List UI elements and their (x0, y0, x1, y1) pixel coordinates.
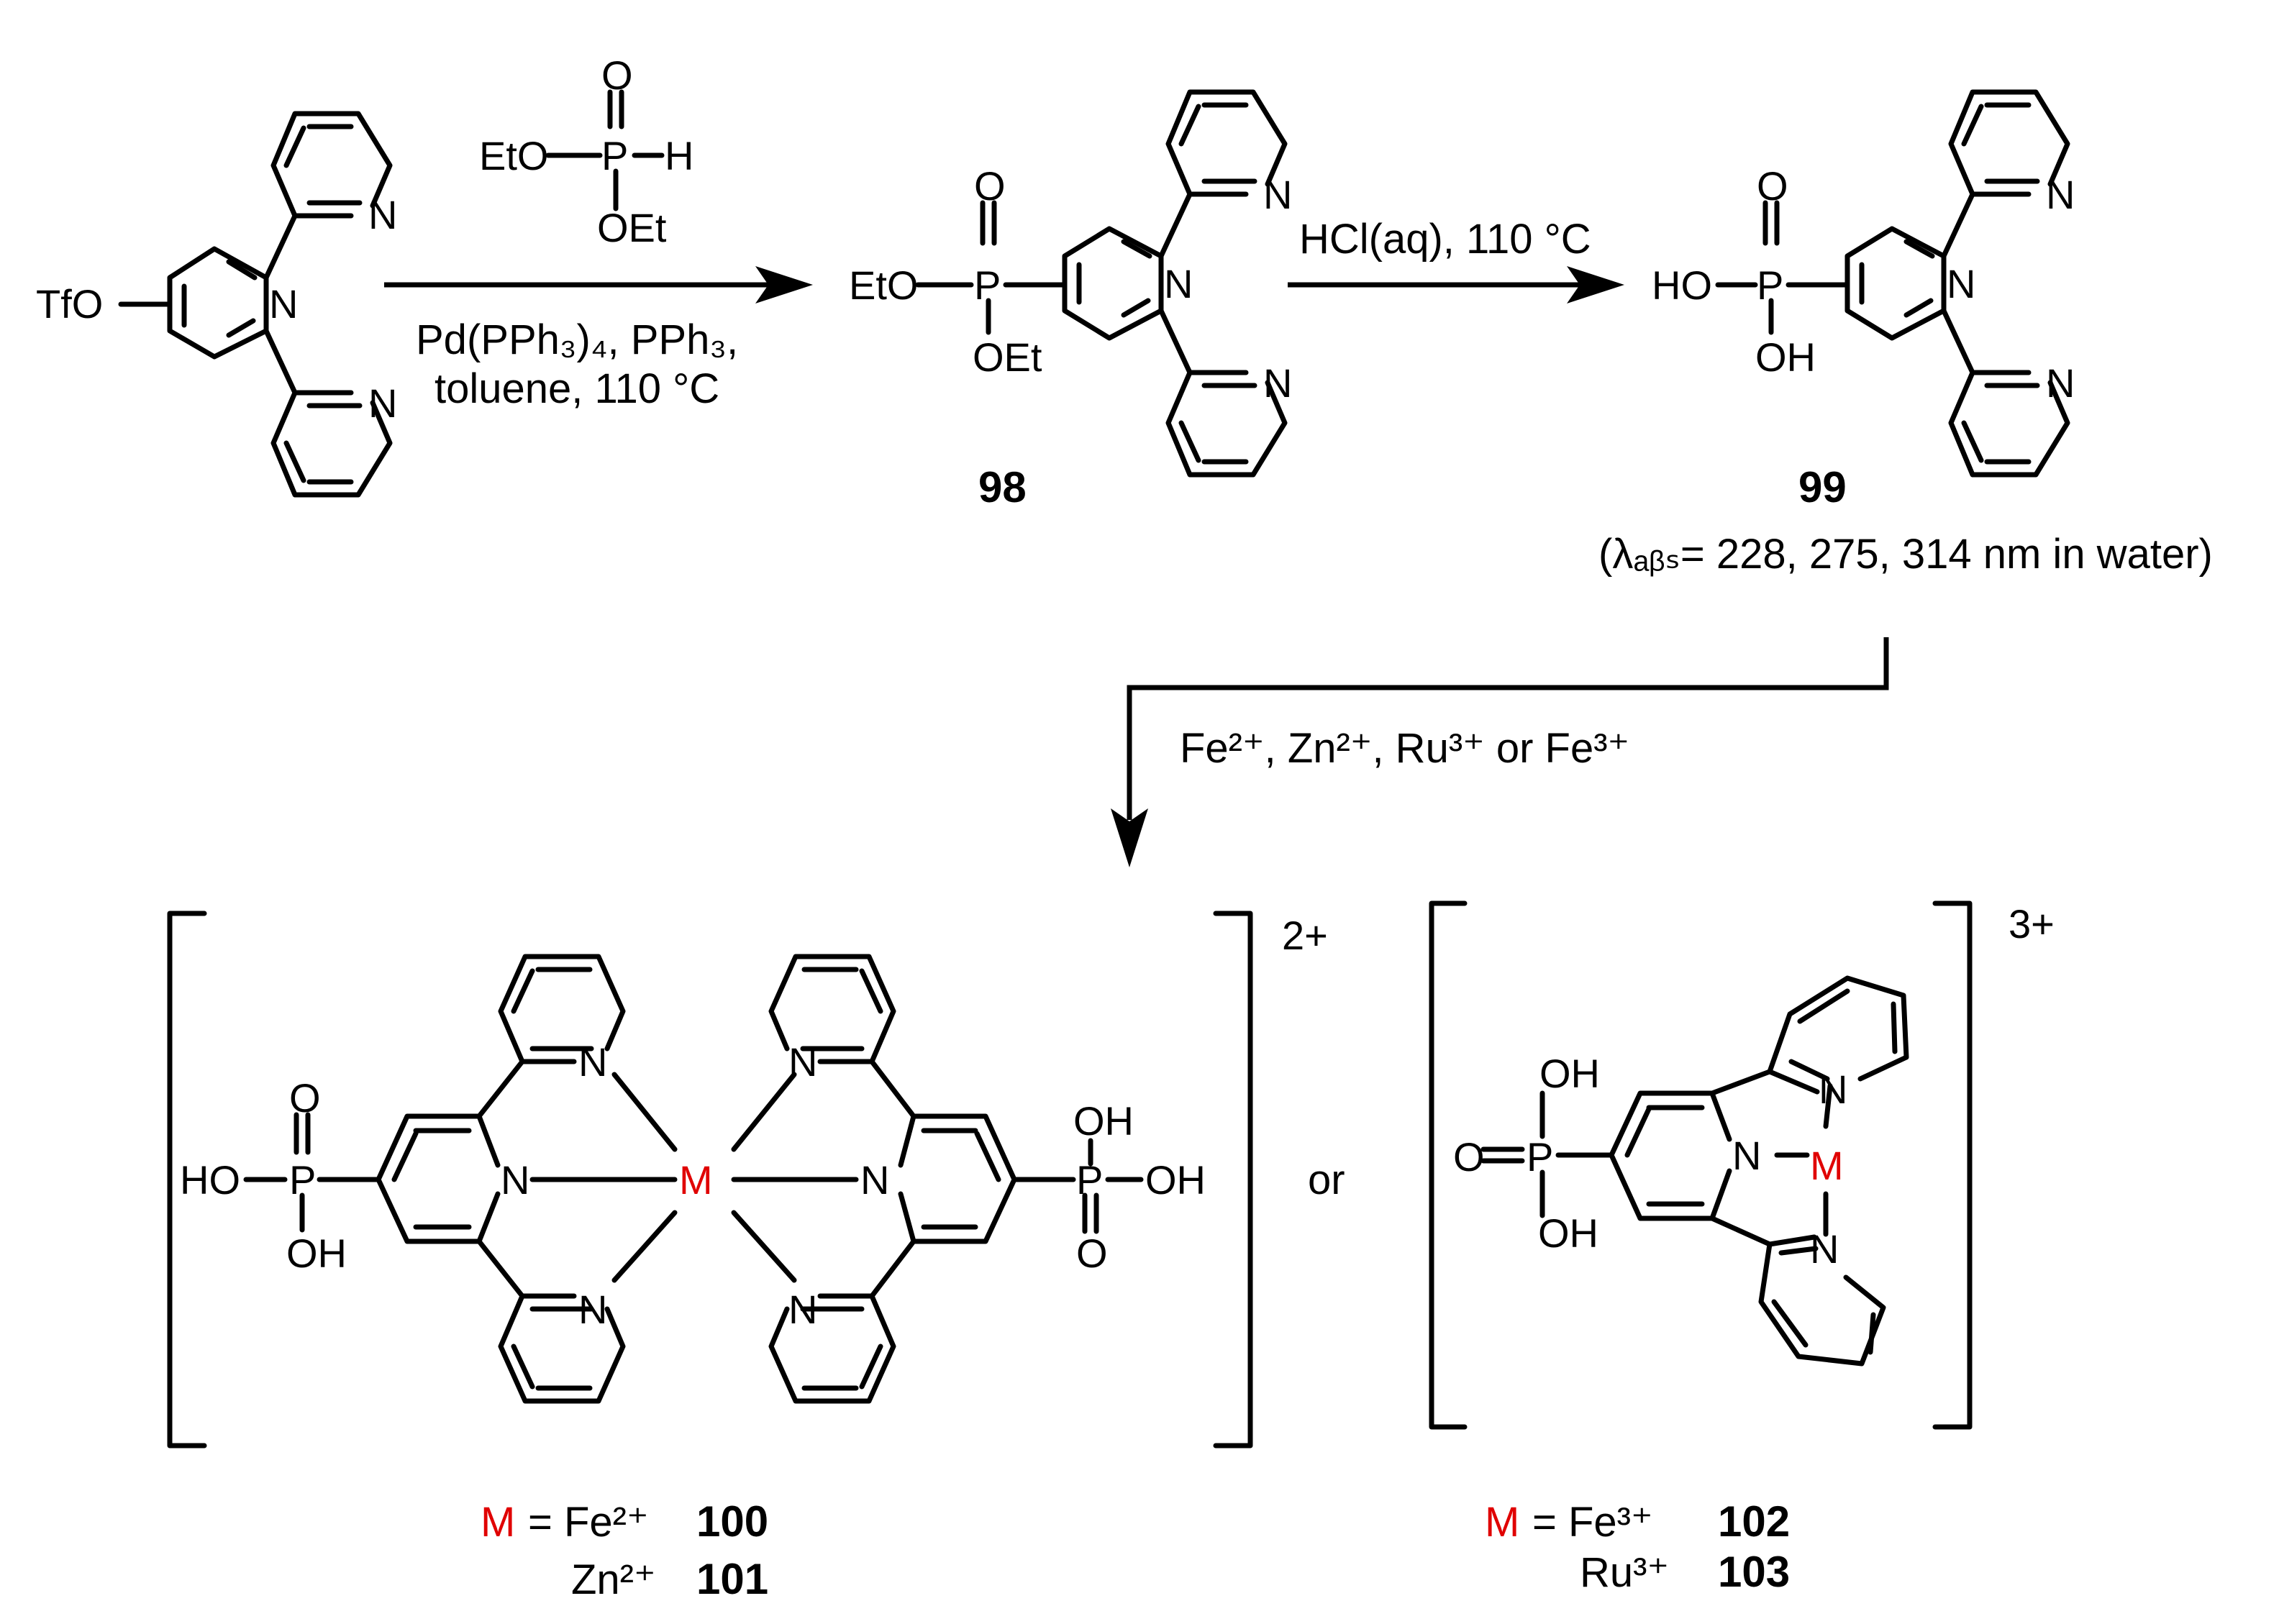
bis-left-n-upper: N (578, 1039, 607, 1085)
mono-metal-center: M (1810, 1143, 1844, 1188)
reaction-arrow-1 (384, 266, 813, 304)
mono-n-central: N (1732, 1133, 1761, 1178)
bis-right-n-central: N (860, 1157, 889, 1203)
reagent-h: H (665, 133, 693, 178)
mono-charge: 3+ (2009, 901, 2055, 946)
cmpd102-label: 102 (1718, 1497, 1790, 1546)
cmpd101-label: 101 (696, 1555, 768, 1603)
bis-left-o-top: O (289, 1075, 321, 1121)
cmpd98-n-lower: N (1263, 360, 1292, 406)
mono-legend-m: M (1485, 1499, 1519, 1546)
bis-left-oh: OH (286, 1231, 347, 1276)
n-lower: N (368, 380, 397, 426)
bis-right-o-bottom: O (1076, 1231, 1108, 1276)
cmpd99-n-upper: N (2046, 172, 2075, 217)
reaction-arrow-3 (1111, 637, 1889, 867)
bis-right-n-upper: N (788, 1039, 817, 1085)
tfo-label: TfO (36, 281, 103, 327)
cmpd98-o: O (974, 163, 1006, 209)
cmpd100-label: 100 (696, 1497, 768, 1546)
n-central: N (269, 281, 298, 327)
bis-metal-center: M (679, 1157, 713, 1203)
bis-legend-fe: = Fe²⁺ (528, 1499, 649, 1546)
bis-left-n-lower: N (578, 1287, 607, 1332)
cmpd99-ho: HO (1652, 263, 1712, 308)
reaction-arrow-2 (1288, 266, 1624, 304)
mono-oh-bottom: OH (1538, 1210, 1598, 1256)
compound-98: O EtO P OEt N N N 98 (849, 89, 1292, 511)
cmpd103-label: 103 (1718, 1548, 1790, 1596)
cmpd98-eto: EtO (849, 263, 918, 308)
reagent-eto: EtO (479, 133, 548, 178)
mono-o: O (1453, 1134, 1485, 1180)
cmpd99-o: O (1757, 163, 1788, 209)
cmpd98-p: P (974, 263, 1001, 308)
mono-oh-top: OH (1539, 1051, 1600, 1096)
mono-legend-ru: Ru³⁺ (1580, 1549, 1669, 1596)
bis-right-n-lower: N (788, 1287, 817, 1332)
mono-n-upper: N (1819, 1067, 1847, 1112)
bis-right-oh: OH (1145, 1157, 1206, 1203)
cmpd99-n-central: N (1947, 261, 1975, 306)
bis-terpyridine-complex: O HO P OH N N N M N N N OH P OH O 2+ M =… (167, 911, 1328, 1603)
n-upper: N (368, 192, 397, 237)
reagent-oet: OEt (597, 205, 667, 250)
reagent-p: P (601, 133, 628, 178)
mono-legend-fe: = Fe³⁺ (1532, 1499, 1653, 1546)
bis-right-oh-top: OH (1073, 1098, 1134, 1144)
step1-conditions-line1: Pd(PPh₃)₄, PPh₃, (416, 316, 738, 363)
step2-conditions: HCl(aq), 110 °C (1299, 216, 1591, 263)
step3-conditions: Fe²⁺, Zn²⁺, Ru³⁺ or Fe³⁺ (1180, 725, 1629, 772)
cmpd99-absorption: (λₐᵦₛ= 228, 275, 314 nm in water) (1598, 531, 2213, 578)
starting-terpyridine-triflate: TfO N N N (36, 111, 397, 498)
or-separator: or (1308, 1157, 1345, 1203)
mono-n-lower: N (1810, 1226, 1839, 1272)
bis-left-n-central: N (501, 1157, 529, 1203)
step1-conditions-line2: toluene, 110 °C (435, 365, 719, 412)
cmpd99-n-lower: N (2046, 360, 2075, 406)
compound-99: O HO P OH N N N 99 (λₐᵦₛ= 228, 275, 314 … (1598, 89, 2213, 578)
diethyl-phosphite-reagent: O EtO P H OEt (479, 53, 693, 250)
cmpd98-n-central: N (1164, 261, 1193, 306)
cmpd98-oet: OEt (973, 334, 1042, 380)
cmpd99-oh: OH (1755, 334, 1816, 380)
mono-terpyridine-complex: OH O P OH N M N N 3+ M = Fe³⁺ 102 Ru³⁺ 1… (1429, 900, 2055, 1596)
bis-right-p: P (1076, 1157, 1103, 1203)
cmpd99-label: 99 (1798, 463, 1847, 511)
bis-legend-zn: Zn²⁺ (571, 1556, 656, 1603)
bis-legend-m: M (481, 1499, 515, 1546)
cmpd98-label: 98 (978, 463, 1027, 511)
bis-left-p: P (289, 1157, 316, 1203)
cmpd99-p: P (1757, 263, 1783, 308)
bis-left-ho: HO (180, 1157, 240, 1203)
bis-charge: 2+ (1282, 913, 1328, 958)
reagent-o: O (601, 53, 633, 98)
mono-p: P (1527, 1134, 1553, 1180)
cmpd98-n-upper: N (1263, 172, 1292, 217)
